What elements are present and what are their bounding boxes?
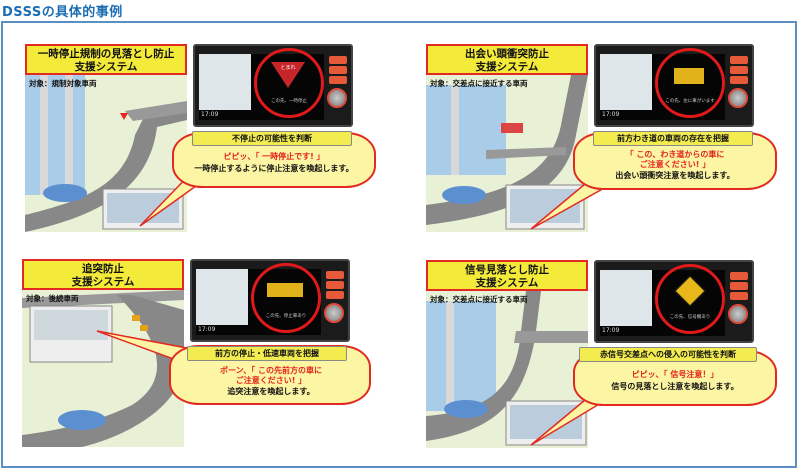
volume-knob <box>324 303 344 323</box>
judgement-label: 赤信号交差点への侵入の可能性を判断 <box>579 347 757 362</box>
highlight-circle <box>655 48 725 118</box>
alert-message: ピピッ、「 信号注意！」 <box>631 370 719 379</box>
panel-title: 一時停止規制の見落とし防止支援システム <box>25 44 187 75</box>
car-icon <box>444 400 488 418</box>
title-line: 一時停止規制の見落とし防止 <box>37 48 175 60</box>
navigation-screen: 17:09 この先、信号機あり <box>594 260 754 343</box>
stop-sign-icon <box>120 113 128 120</box>
clock: 17:09 <box>201 111 219 118</box>
highlight-circle <box>251 263 321 333</box>
description: 出会い頭衝突注意を喚起します。 <box>615 171 735 180</box>
highway-illustration <box>22 290 184 447</box>
panel-title: 出会い頭衝突防止支援システム <box>426 44 588 75</box>
clock: 17:09 <box>198 326 216 333</box>
navigation-screen: 17:09 この先、停止車あり <box>190 259 350 342</box>
title-line: 支援システム <box>71 276 135 288</box>
panel-rear-end-collision-system: 追突防止支援システム 対象：後続車両 17:09 この先、停止車あり 前方の停止… <box>22 259 372 449</box>
alert-message: ピピッ、「 一時停止です! 」 <box>223 152 325 161</box>
alert-message: ポーン、「 この先前方の車に <box>220 366 322 375</box>
alert-message: 「 この、わき道からの車に <box>625 150 725 159</box>
target-vehicles: 対象：規制対象車両 <box>29 79 97 88</box>
volume-knob <box>327 88 347 108</box>
volume-knob <box>728 88 748 108</box>
description: 信号の見落とし注意を喚起します。 <box>611 382 739 391</box>
intersection-illustration <box>426 291 588 446</box>
volume-knob <box>728 304 748 324</box>
panel-title: 追突防止支援システム <box>22 259 184 290</box>
panel-stop-sign-system: 一時停止規制の見落とし防止支援システム 対象：規制対象車両 17:09 とまれ … <box>25 44 376 234</box>
judgement-label: 不停止の可能性を判断 <box>192 131 352 146</box>
description: 追突注意を喚起します。 <box>227 387 315 396</box>
title-line: 出会い頭衝突防止 <box>465 48 549 60</box>
map-view <box>600 54 652 110</box>
alert-message: ご注意ください! 」 <box>639 160 711 169</box>
title-line: 支援システム <box>74 61 138 73</box>
map-view <box>196 269 248 325</box>
judgement-label: 前方の停止・低速車両を把握 <box>187 346 347 361</box>
map-view <box>600 270 652 326</box>
target-vehicles: 対象：交差点に接近する車両 <box>430 295 528 304</box>
clock: 17:09 <box>602 111 620 118</box>
panel-title: 信号見落とし防止支援システム <box>426 260 588 291</box>
car-icon <box>501 123 523 133</box>
navigation-screen: 17:09 この先、左に車がいます <box>594 44 754 127</box>
alert-message: ご注意ください! 」 <box>235 376 307 385</box>
car-icon <box>58 410 106 430</box>
target-vehicles: 対象：後続車両 <box>26 294 79 303</box>
page-title: DSSSの具体的事例 <box>2 5 123 20</box>
title-line: 支援システム <box>475 61 539 73</box>
navigation-screen: 17:09 とまれ この先、一時停止 <box>193 44 353 127</box>
panel-crossing-collision-system: 出会い頭衝突防止支援システム 対象：交差点に接近する車両 17:09 この先、左… <box>426 44 777 234</box>
title-line: 追突防止 <box>82 263 124 275</box>
target-vehicles: 対象：交差点に接近する車両 <box>430 79 528 88</box>
map-view <box>199 54 251 110</box>
title-line: 信号見落とし防止 <box>465 264 549 276</box>
car-icon <box>442 186 486 204</box>
car-icon <box>43 184 87 202</box>
title-line: 支援システム <box>475 277 539 289</box>
judgement-label: 前方わき道の車両の存在を把握 <box>593 131 753 146</box>
panel-signal-violation-system: 信号見落とし防止支援システム 対象：交差点に接近する車両 17:09 この先、信… <box>426 260 777 450</box>
highlight-circle <box>254 48 324 118</box>
clock: 17:09 <box>602 327 620 334</box>
description: 一時停止するように停止注意を喚起します。 <box>194 164 354 173</box>
highlight-circle <box>655 264 725 334</box>
examples-frame <box>1 21 797 468</box>
road-illustration <box>22 290 184 447</box>
